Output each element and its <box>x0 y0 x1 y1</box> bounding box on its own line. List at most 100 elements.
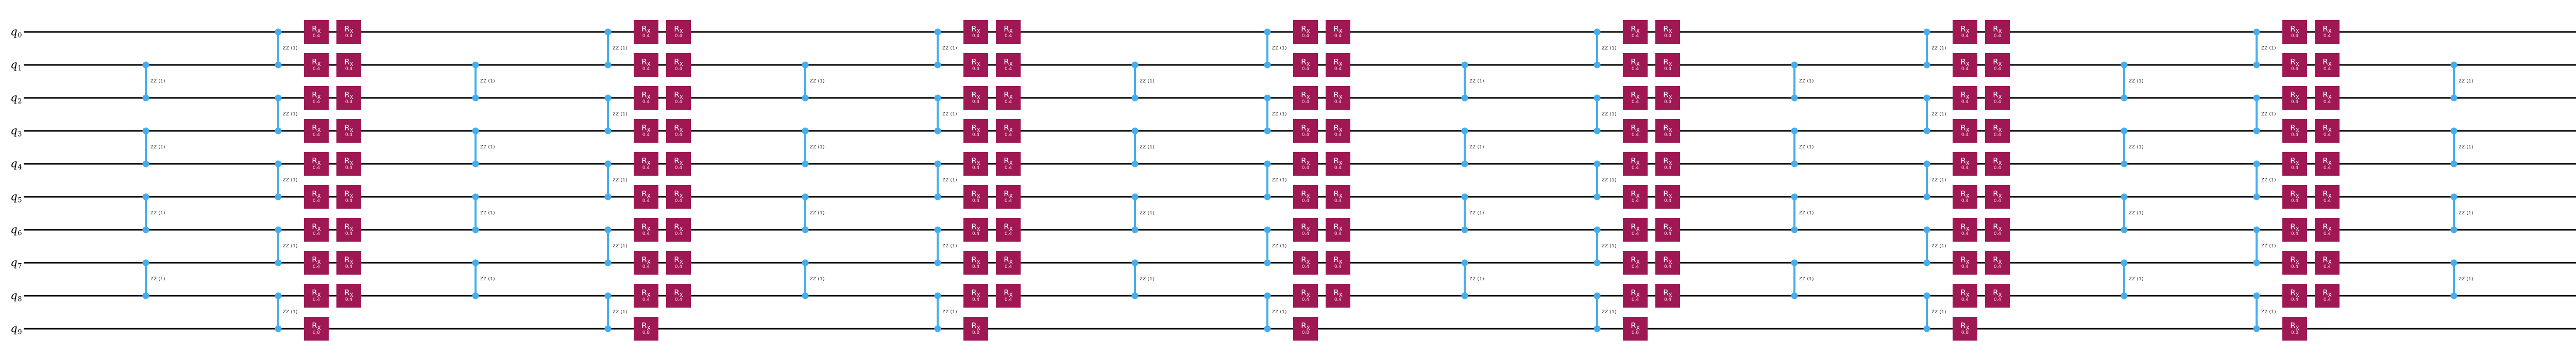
zz-gate-dot-q3[interactable] <box>1791 127 1798 134</box>
zz-gate-dot-q1[interactable] <box>604 61 612 69</box>
zz-gate-dot-q6[interactable] <box>934 226 941 233</box>
zz-gate-dot-q1[interactable] <box>1791 61 1798 69</box>
zz-gate-dot-q4[interactable] <box>472 160 479 167</box>
zz-gate-dot-q3[interactable] <box>934 127 941 134</box>
zz-gate-link-q1-q2[interactable] <box>804 65 806 98</box>
zz-gate-dot-q2[interactable] <box>1791 94 1798 102</box>
zz-gate-dot-q5[interactable] <box>1131 193 1139 200</box>
zz-gate-dot-q5[interactable] <box>1594 193 1601 200</box>
zz-gate-dot-q4[interactable] <box>934 160 941 167</box>
zz-gate-dot-q5[interactable] <box>1461 193 1468 200</box>
zz-gate-dot-q3[interactable] <box>2253 127 2260 134</box>
zz-gate-dot-q5[interactable] <box>2450 193 2458 200</box>
zz-gate-link-q6-q7[interactable] <box>1266 230 1268 263</box>
zz-gate-dot-q3[interactable] <box>275 127 282 134</box>
zz-gate-dot-q6[interactable] <box>2450 226 2458 233</box>
zz-gate-dot-q0[interactable] <box>604 28 612 36</box>
zz-gate-dot-q6[interactable] <box>142 226 149 233</box>
zz-gate-link-q4-q5[interactable] <box>2256 164 2258 197</box>
zz-gate-dot-q9[interactable] <box>934 325 941 332</box>
zz-gate-dot-q8[interactable] <box>472 292 479 299</box>
zz-gate-link-q0-q1[interactable] <box>2256 32 2258 65</box>
zz-gate-dot-q4[interactable] <box>2253 160 2260 167</box>
zz-gate-dot-q4[interactable] <box>604 160 612 167</box>
zz-gate-dot-q8[interactable] <box>1131 292 1139 299</box>
zz-gate-dot-q8[interactable] <box>1264 292 1271 299</box>
zz-gate-link-q5-q6[interactable] <box>1134 197 1136 230</box>
zz-gate-dot-q6[interactable] <box>1594 226 1601 233</box>
zz-gate-link-q5-q6[interactable] <box>804 197 806 230</box>
zz-gate-dot-q4[interactable] <box>1131 160 1139 167</box>
zz-gate-dot-q3[interactable] <box>1594 127 1601 134</box>
zz-gate-link-q0-q1[interactable] <box>277 32 279 65</box>
zz-gate-dot-q1[interactable] <box>275 61 282 69</box>
zz-gate-dot-q8[interactable] <box>1594 292 1601 299</box>
zz-gate-link-q0-q1[interactable] <box>607 32 609 65</box>
zz-gate-link-q0-q1[interactable] <box>1266 32 1268 65</box>
zz-gate-link-q3-q4[interactable] <box>1793 131 1795 164</box>
zz-gate-dot-q2[interactable] <box>275 94 282 102</box>
zz-gate-link-q6-q7[interactable] <box>277 230 279 263</box>
zz-gate-dot-q6[interactable] <box>472 226 479 233</box>
zz-gate-link-q3-q4[interactable] <box>1134 131 1136 164</box>
zz-gate-dot-q5[interactable] <box>1791 193 1798 200</box>
zz-gate-dot-q3[interactable] <box>1923 127 1930 134</box>
zz-gate-dot-q2[interactable] <box>2253 94 2260 102</box>
zz-gate-dot-q5[interactable] <box>1923 193 1930 200</box>
zz-gate-dot-q6[interactable] <box>1791 226 1798 233</box>
zz-gate-dot-q4[interactable] <box>1461 160 1468 167</box>
zz-gate-dot-q6[interactable] <box>1461 226 1468 233</box>
zz-gate-dot-q2[interactable] <box>934 94 941 102</box>
zz-gate-link-q0-q1[interactable] <box>937 32 939 65</box>
zz-gate-link-q4-q5[interactable] <box>937 164 939 197</box>
zz-gate-dot-q4[interactable] <box>2450 160 2458 167</box>
zz-gate-dot-q0[interactable] <box>1923 28 1930 36</box>
zz-gate-link-q5-q6[interactable] <box>474 197 477 230</box>
zz-gate-dot-q7[interactable] <box>1923 259 1930 266</box>
zz-gate-dot-q7[interactable] <box>1131 259 1139 266</box>
zz-gate-dot-q2[interactable] <box>1594 94 1601 102</box>
zz-gate-dot-q8[interactable] <box>142 292 149 299</box>
zz-gate-link-q1-q2[interactable] <box>145 65 147 98</box>
